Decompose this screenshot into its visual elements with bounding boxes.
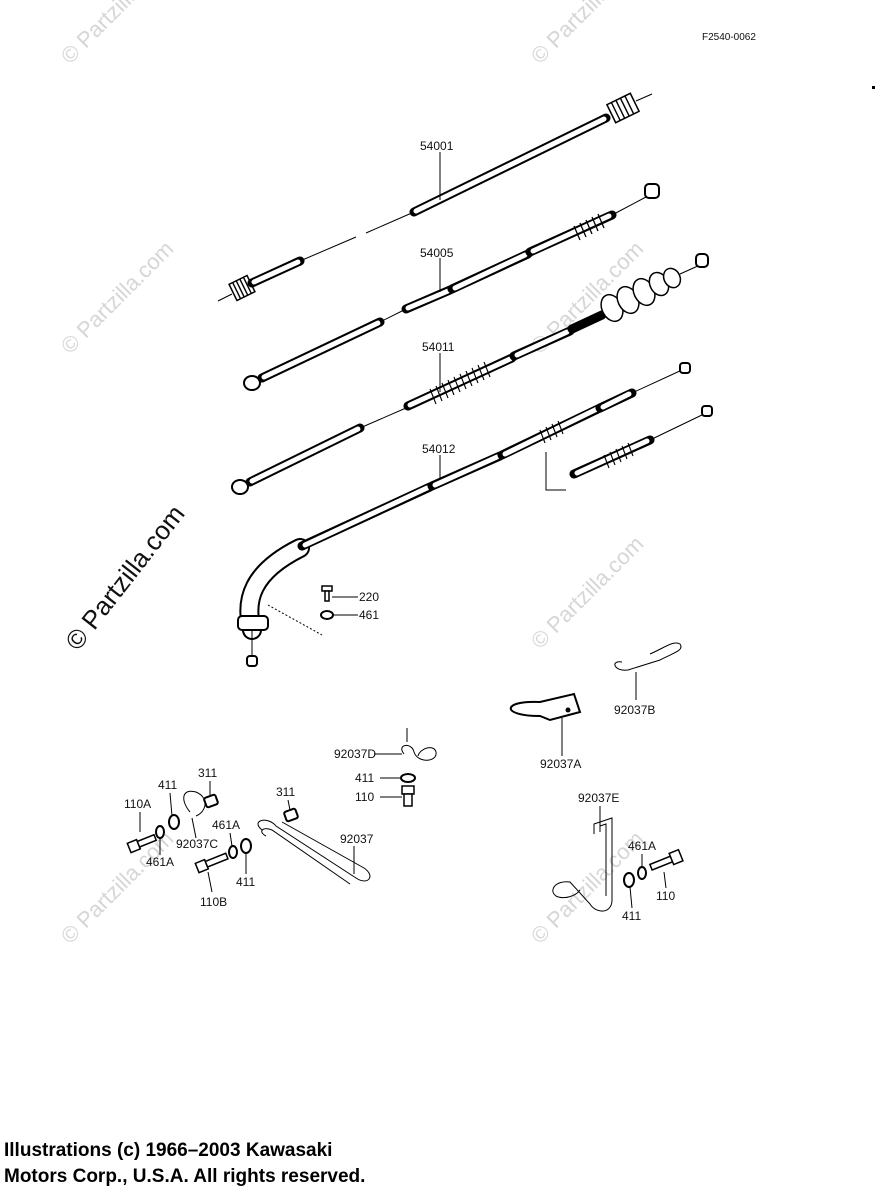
cable-54005: 54005 (243, 183, 660, 391)
clip-92037A: 92037A (509, 692, 581, 771)
label-220: 220 (359, 590, 379, 604)
clip-92037B: 92037B (614, 642, 682, 717)
cable-54011: 54011 (231, 253, 709, 495)
strap-92037-group: 311 92037 461A 411 110B (194, 785, 374, 909)
label-54011: 54011 (422, 340, 455, 354)
label-411: 411 (355, 771, 374, 785)
washer-461: 461 (267, 604, 379, 636)
label-110A: 110A (124, 797, 151, 811)
label-92037A: 92037A (540, 757, 581, 771)
label-461A: 461A (146, 855, 174, 869)
label-54001: 54001 (420, 139, 454, 153)
clip-92037D-group: 92037D 411 110 (334, 728, 437, 807)
label-54012: 54012 (422, 442, 456, 456)
label-110B: 110B (200, 895, 227, 909)
label-311: 311 (276, 785, 295, 799)
bracket-92037E-group: 92037E 411 461A 110 (552, 791, 684, 923)
label-92037C: 92037C (176, 837, 218, 851)
label-461: 461 (359, 608, 379, 622)
label-461A: 461A (628, 839, 656, 853)
label-110: 110 (355, 790, 374, 804)
copyright-line-1: Illustrations (c) 1966–2003 Kawasaki (4, 1140, 333, 1161)
label-411: 411 (158, 778, 177, 792)
label-110: 110 (656, 889, 675, 903)
watermark: © Partzilla.com (56, 0, 179, 69)
cable-54012: 54012 (237, 362, 713, 667)
label-92037D: 92037D (334, 747, 376, 761)
label-461A: 461A (212, 818, 240, 832)
watermark: © Partzilla.com (56, 236, 179, 359)
left-fastener-group: 311 411 92037C 110A 461A (124, 766, 219, 869)
label-311: 311 (198, 766, 217, 780)
watermark-main: © Partzilla.com (59, 499, 191, 656)
label-92037B: 92037B (614, 703, 655, 717)
label-92037: 92037 (340, 832, 374, 846)
screw-220: 220 (321, 585, 379, 604)
watermark: © Partzilla.com (526, 0, 649, 69)
copyright-line-2: Motors Corp., U.S.A. All rights reserved… (4, 1166, 366, 1187)
label-54005: 54005 (420, 246, 454, 260)
diagram-code: F2540-0062 (702, 32, 756, 43)
mark-dot (872, 86, 875, 89)
label-411: 411 (236, 875, 255, 889)
label-411: 411 (622, 909, 641, 923)
cable-54001: 54001 (217, 92, 653, 302)
label-92037E: 92037E (578, 791, 619, 805)
watermark: © Partzilla.com (526, 531, 649, 654)
